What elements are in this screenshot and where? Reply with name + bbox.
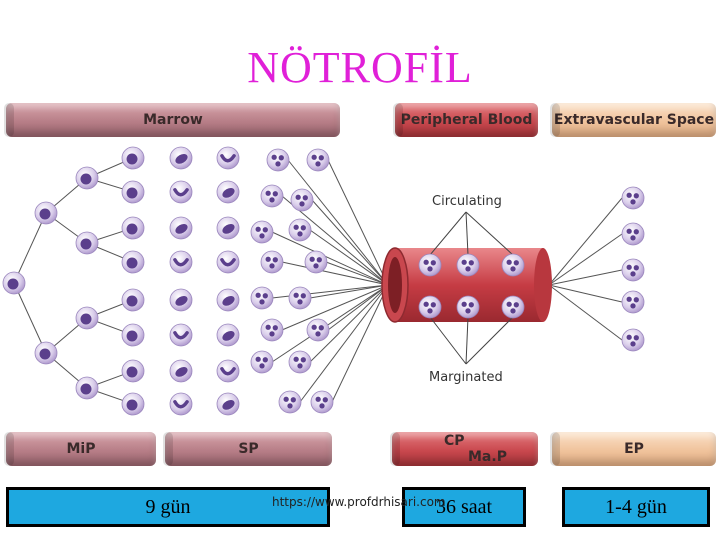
myelocyte-cell [121,288,145,312]
marrow-label: Marrow [143,112,203,128]
metamyelocyte-cell [169,288,193,312]
myelocyte-cell [75,166,99,190]
watermark: https://www.profdrhisari.com [272,495,446,509]
promyelocyte-cell [34,201,58,225]
extravascular-space-label: Extravascular Space [553,112,715,128]
metamyelocyte-cell [169,216,193,240]
segmented-neutrophil-cell [266,148,290,172]
band-cell [216,392,240,416]
segmented-neutrophil-cell [310,390,334,414]
myelocyte-cell [121,359,145,383]
band-cell [216,288,240,312]
myelocyte-cell [75,231,99,255]
segmented-neutrophil-cell [288,350,312,374]
marginated-neutrophil-cell [501,295,525,319]
myelocyte-cell [121,180,145,204]
tissue-neutrophil-cell [621,186,645,210]
marginated-label: Marginated [429,370,503,385]
segmented-neutrophil-cell [306,148,330,172]
marginated-neutrophil-cell [418,295,442,319]
myelocyte-cell [121,250,145,274]
extravascular-space-tube: Extravascular Space [550,103,716,137]
segmented-neutrophil-cell [290,188,314,212]
marrow-duration: 9 gün [145,495,191,518]
circulating-label: Circulating [432,194,502,209]
peripheral-blood-label: Peripheral Blood [400,112,533,128]
myelocyte-cell [121,146,145,170]
marrow-tube: Marrow [4,103,340,137]
circulating-neutrophil-cell [418,253,442,277]
segmented-neutrophil-cell [278,390,302,414]
sp-tube: SP [163,432,332,466]
band-cell [216,216,240,240]
tissue-neutrophil-cell [621,328,645,352]
sp-label: SP [238,441,259,457]
circulating-neutrophil-cell [501,253,525,277]
segmented-neutrophil-cell [288,286,312,310]
metamyelocyte-cell [169,323,193,347]
tissue-duration-box: 1-4 gün [562,487,710,527]
page-title: NÖTROFİL [247,43,473,92]
band-cell [216,323,240,347]
band-cell [216,146,240,170]
ep-label: EP [624,441,644,457]
mip-tube: MiP [4,432,156,466]
map-label: Ma.P [468,449,507,465]
segmented-neutrophil-cell [250,220,274,244]
tissue-neutrophil-cell [621,222,645,246]
tissue-duration: 1-4 gün [605,495,667,518]
myelocyte-cell [121,392,145,416]
band-cell [216,180,240,204]
band-cell [216,250,240,274]
myelocyte-cell [75,376,99,400]
segmented-neutrophil-cell [304,250,328,274]
segmented-neutrophil-cell [306,318,330,342]
promyelocyte-cell [34,341,58,365]
peripheral-blood-tube: Peripheral Blood [393,103,538,137]
myelocyte-cell [121,216,145,240]
circulating-neutrophil-cell [456,253,480,277]
segmented-neutrophil-cell [260,318,284,342]
myelocyte-cell [75,306,99,330]
blood-duration: 36 saat [435,495,493,518]
segmented-neutrophil-cell [250,286,274,310]
myeloblast-cell [2,271,26,295]
marginated-neutrophil-cell [456,295,480,319]
segmented-neutrophil-cell [288,218,312,242]
ep-tube: EP [550,432,716,466]
marrow-duration-box: 9 gün [6,487,330,527]
band-cell [216,359,240,383]
segmented-neutrophil-cell [260,250,284,274]
mip-label: MiP [66,441,96,457]
cp-label: CP [444,433,465,449]
tissue-neutrophil-cell [621,290,645,314]
segmented-neutrophil-cell [260,184,284,208]
metamyelocyte-cell [169,359,193,383]
cp-map-tube: CP Ma.P [390,432,538,466]
segmented-neutrophil-cell [250,350,274,374]
blood-duration-box: 36 saat [402,487,526,527]
metamyelocyte-cell [169,146,193,170]
myelocyte-cell [121,323,145,347]
metamyelocyte-cell [169,180,193,204]
metamyelocyte-cell [169,392,193,416]
metamyelocyte-cell [169,250,193,274]
tissue-neutrophil-cell [621,258,645,282]
